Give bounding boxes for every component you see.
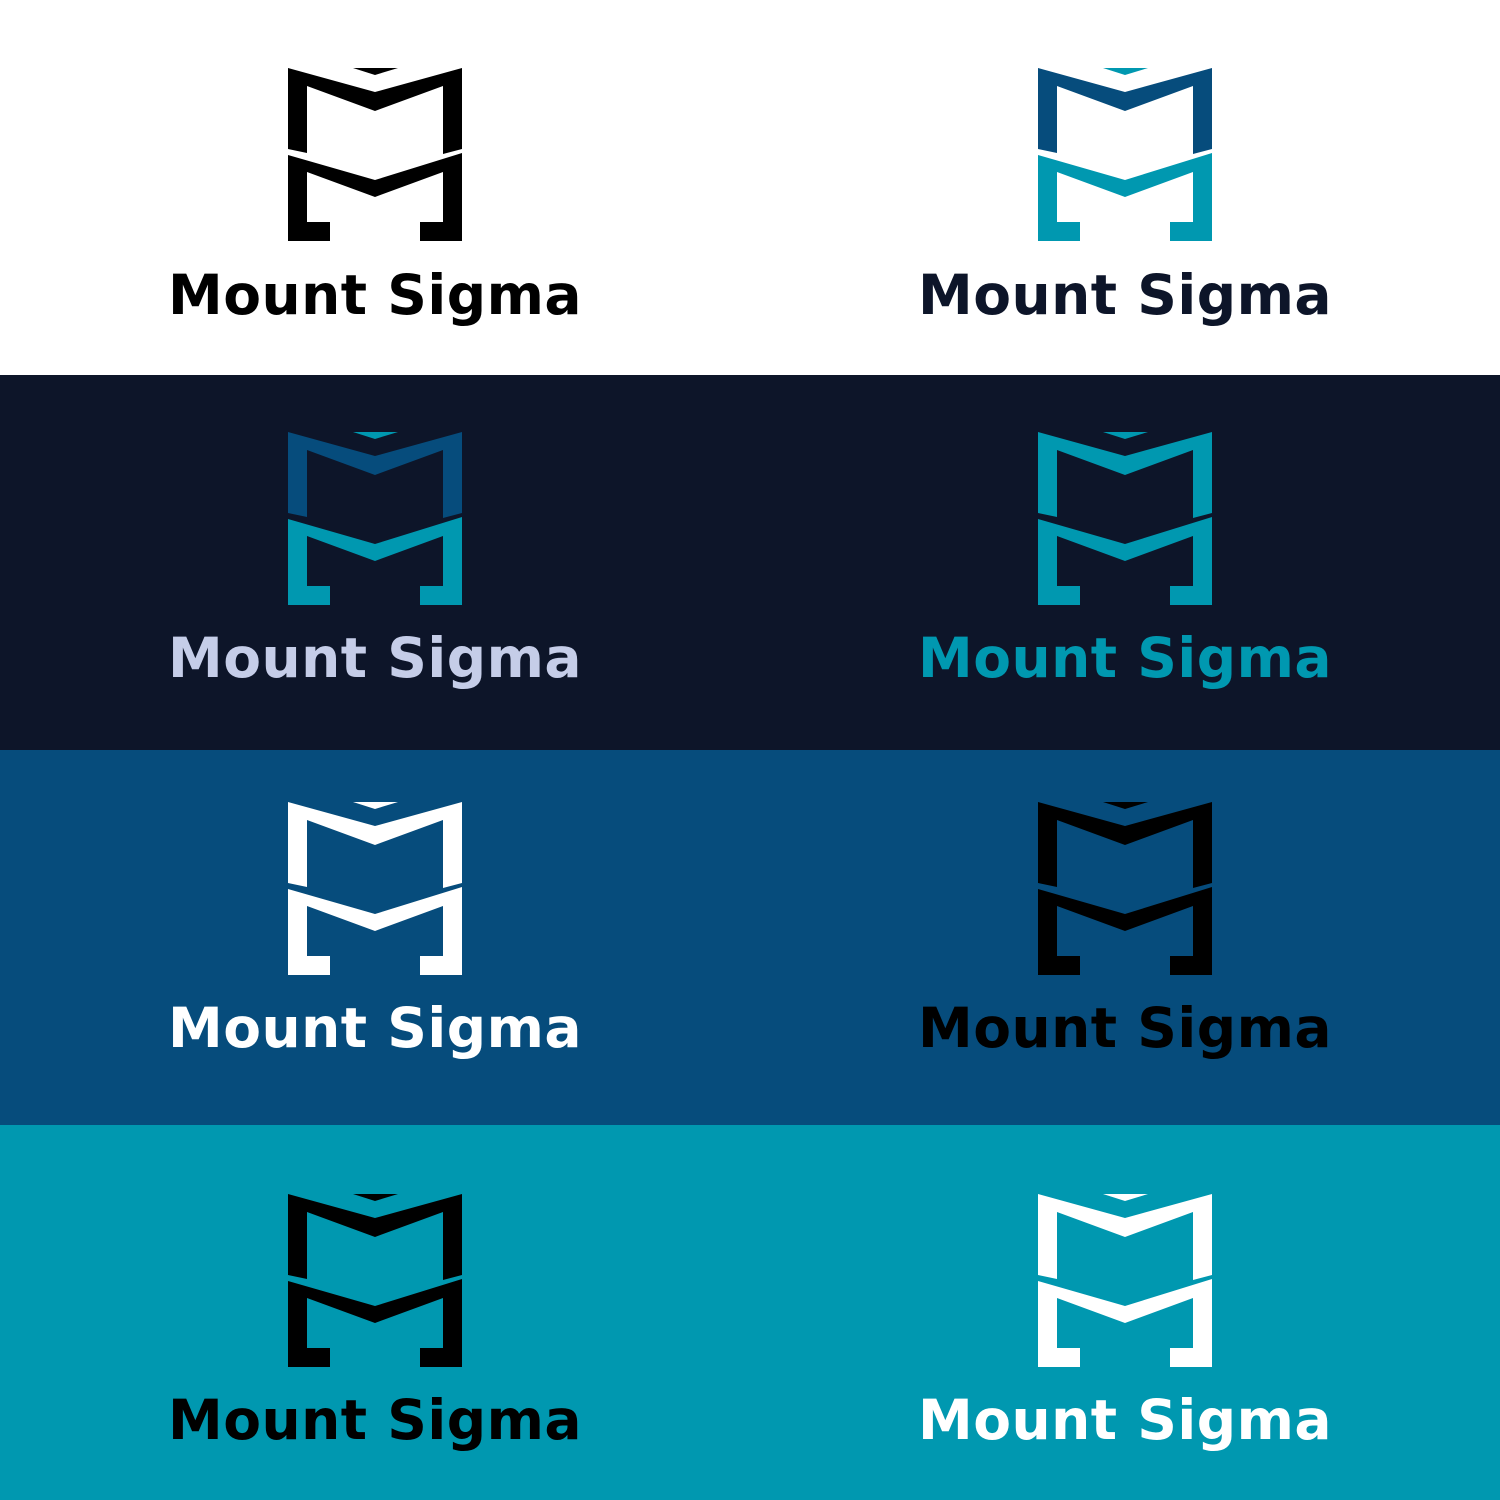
mount-sigma-logo-icon: [1038, 802, 1212, 976]
mount-sigma-logo-icon: [288, 1194, 462, 1368]
variant-color-on-navy: Mount Sigma: [0, 375, 750, 750]
band-white: Mount Sigma Mount Sigma: [0, 0, 1500, 375]
mount-sigma-logo-icon: [1038, 68, 1212, 242]
brand-wordmark: Mount Sigma: [167, 626, 583, 690]
brand-wordmark: Mount Sigma: [917, 626, 1333, 690]
variant-color-on-white: Mount Sigma: [750, 0, 1500, 375]
brand-wordmark: Mount Sigma: [167, 1388, 583, 1452]
brand-wordmark: Mount Sigma: [167, 263, 583, 327]
band-navy: Mount Sigma Mount Sigma: [0, 375, 1500, 750]
mount-sigma-logo-icon: [1038, 432, 1212, 606]
variant-white-on-teal: Mount Sigma: [750, 1125, 1500, 1500]
band-deep-blue: Mount Sigma Mount Sigma: [0, 750, 1500, 1125]
variant-black-on-white: Mount Sigma: [0, 0, 750, 375]
mount-sigma-logo-icon: [288, 68, 462, 242]
variant-white-on-blue: Mount Sigma: [0, 750, 750, 1125]
band-teal: Mount Sigma Mount Sigma: [0, 1125, 1500, 1500]
brand-wordmark: Mount Sigma: [167, 996, 583, 1060]
mount-sigma-logo-icon: [288, 802, 462, 976]
mount-sigma-logo-icon: [1038, 1194, 1212, 1368]
brand-wordmark: Mount Sigma: [917, 1388, 1333, 1452]
brand-wordmark: Mount Sigma: [917, 996, 1333, 1060]
variant-teal-on-navy: Mount Sigma: [750, 375, 1500, 750]
variant-black-on-teal: Mount Sigma: [0, 1125, 750, 1500]
brand-wordmark: Mount Sigma: [917, 263, 1333, 327]
variant-black-on-blue: Mount Sigma: [750, 750, 1500, 1125]
mount-sigma-logo-icon: [288, 432, 462, 606]
